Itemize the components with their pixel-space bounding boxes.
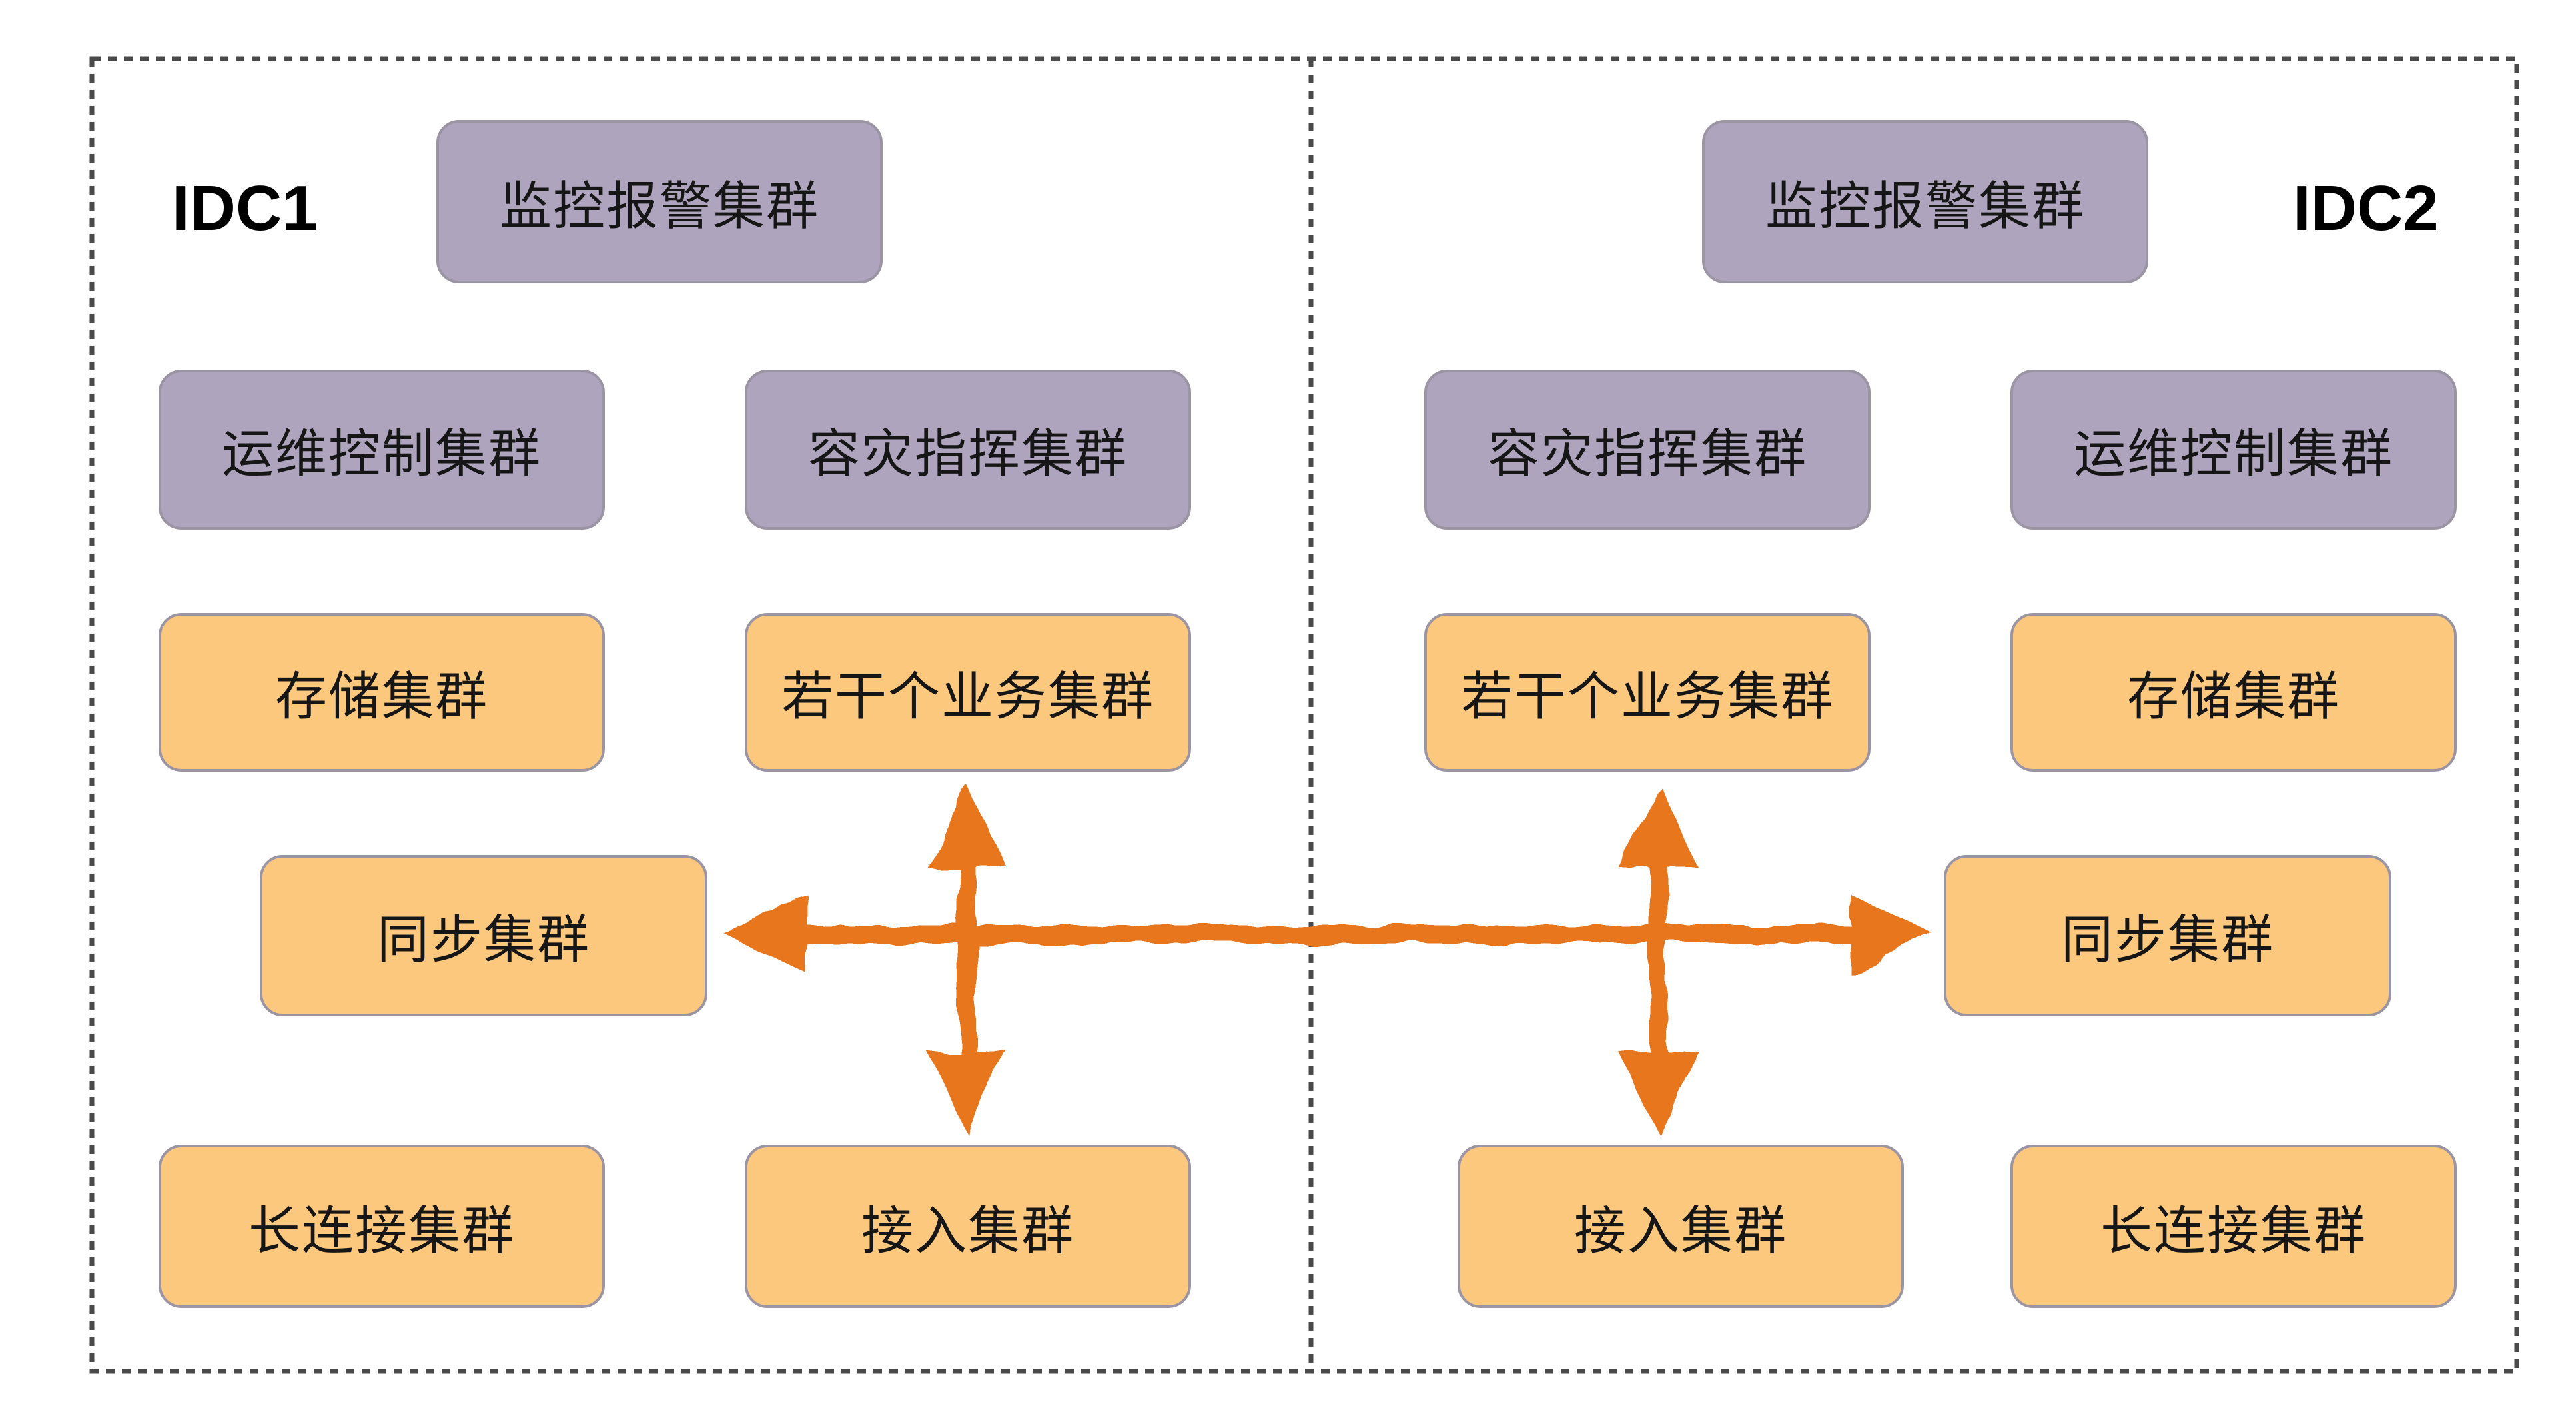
outer-dashed-border [89, 56, 2519, 1374]
idc2-storage-cluster-box: 存储集群 [2010, 613, 2457, 772]
idc1-ops-control-cluster-box: 运维控制集群 [159, 370, 605, 530]
dashed-frame-group [89, 56, 2519, 1374]
idc1-access-cluster-box: 接入集群 [745, 1145, 1191, 1308]
idc2-access-cluster-box: 接入集群 [1458, 1145, 1904, 1308]
idc2-business-clusters-box: 若干个业务集群 [1424, 613, 1871, 772]
idc1-disaster-command-cluster-box: 容灾指挥集群 [745, 370, 1191, 530]
idc2-monitor-alert-cluster-box: 监控报警集群 [1702, 120, 2148, 283]
idc1-arrowhead-up [927, 785, 1007, 868]
idc1-long-connection-cluster-box: 长连接集群 [159, 1145, 605, 1308]
idc1-sync-cluster-box: 同步集群 [260, 855, 707, 1016]
idc2-ops-control-cluster-box: 运维控制集群 [2010, 370, 2457, 530]
sync-arrowhead-left [725, 894, 807, 974]
idc2-label: IDC2 [2293, 173, 2439, 244]
sync-arrowhead-right [1851, 894, 1933, 974]
idc1-monitor-alert-cluster-box: 监控报警集群 [436, 120, 883, 283]
idc1-business-clusters-box: 若干个业务集群 [745, 613, 1191, 772]
idc1-storage-cluster-box: 存储集群 [159, 613, 605, 772]
sync-arrows-group [725, 785, 1933, 1134]
idc1-label: IDC1 [172, 173, 318, 244]
idc2-long-connection-cluster-box: 长连接集群 [2010, 1145, 2457, 1308]
idc2-arrowhead-down [1619, 1052, 1699, 1134]
idc2-sync-cluster-box: 同步集群 [1944, 855, 2391, 1016]
idc2-arrowhead-up [1619, 785, 1699, 868]
idc2-disaster-command-cluster-box: 容灾指挥集群 [1424, 370, 1871, 530]
idc1-arrowhead-down [927, 1052, 1007, 1134]
